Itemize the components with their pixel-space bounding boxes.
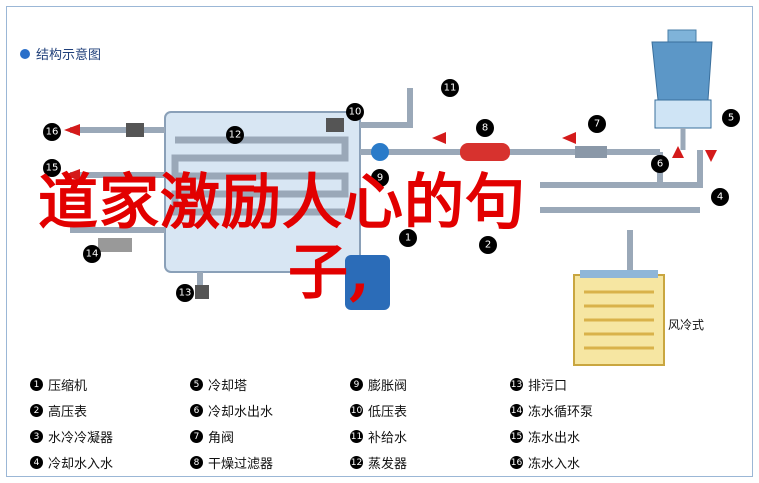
inlet-valve-icon [126,123,144,137]
overlay-line-1: 道家激励人心的句 [38,168,526,238]
svg-text:5: 5 [728,113,734,124]
svg-text:6: 6 [657,159,663,170]
angle-valve-icon [575,146,607,158]
svg-text:15: 15 [46,163,59,174]
pipes [70,88,703,295]
svg-text:14: 14 [86,249,99,260]
svg-text:10: 10 [349,107,362,118]
dryer-filter-icon [460,143,510,161]
callouts: 16 15 14 13 12 11 10 9 8 7 6 5 4 2 1 [43,79,740,302]
air-cooled-condenser [573,270,665,366]
drain-valve-icon [195,285,209,299]
title-text: 结构示意图 [36,48,102,63]
overlay-text: 道家激励人心的句 子, [38,168,738,308]
svg-text:4: 4 [717,192,723,203]
svg-text:16: 16 [46,127,59,138]
overlay-line-2: 子, [288,238,371,308]
title-bullet-icon [20,48,30,59]
cooling-tower [651,29,713,150]
svg-text:8: 8 [482,123,488,134]
pump-icon [98,238,132,252]
flow-arrows [64,124,717,181]
svg-text:2: 2 [485,240,491,251]
expansion-valve-icon [371,143,389,161]
compressor-icon [345,255,390,310]
svg-text:12: 12 [229,130,242,141]
svg-text:13: 13 [179,288,192,299]
diagram-title: 结构示意图 [20,44,101,63]
svg-text:1: 1 [405,233,411,244]
svg-text:11: 11 [444,83,457,94]
svg-text:7: 7 [594,119,600,130]
makeup-valve-icon [326,118,344,132]
air-cooled-label: 风冷式 [668,318,705,332]
svg-text:9: 9 [377,173,383,184]
evaporator-tank [164,111,361,273]
